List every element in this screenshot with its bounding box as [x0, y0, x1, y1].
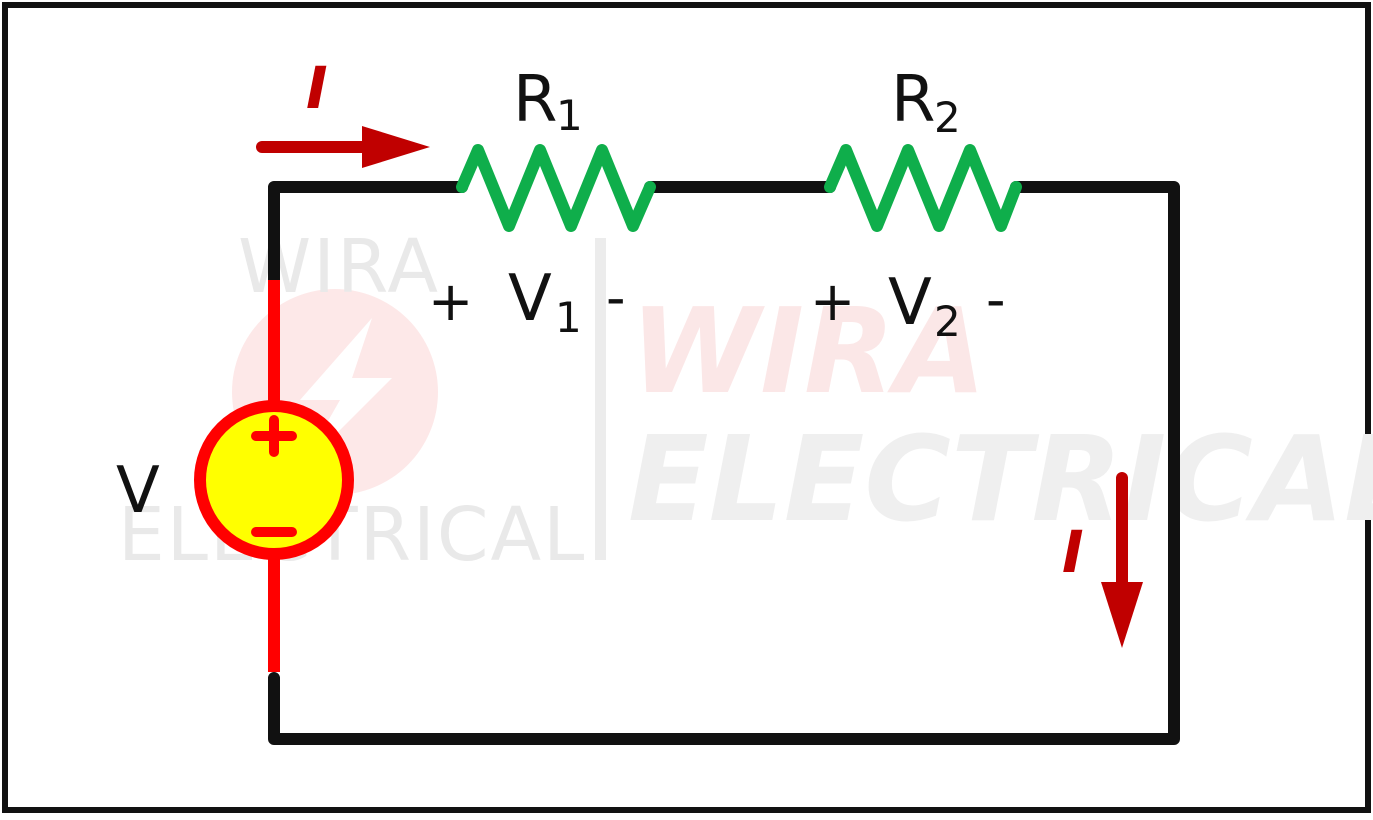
current-arrow-right: [1101, 472, 1143, 648]
current-label-top: I: [306, 54, 328, 122]
current-arrow-top: [256, 126, 430, 168]
voltage-v1-label: + V 1 -: [428, 262, 626, 342]
resistor-r1-icon: [456, 144, 656, 232]
current-arrow-icon: [1101, 582, 1143, 648]
v1-label-main: V: [508, 262, 552, 336]
watermark-text: WIRA ELECTRICAL: [628, 282, 1373, 548]
wire-right-bottom: [268, 181, 1180, 745]
r1-label-sub: 1: [556, 91, 583, 140]
source-label: V: [116, 454, 160, 528]
v2-plus: +: [810, 270, 855, 333]
source-body: [194, 400, 354, 560]
watermark-big-line2: ELECTRICAL: [628, 410, 1373, 548]
dc-voltage-source-icon: [194, 280, 354, 672]
v2-label-sub: 2: [934, 297, 961, 346]
current-arrow-icon: [362, 126, 430, 168]
r2-label-main: R: [891, 63, 935, 137]
v1-label-sub: 1: [555, 293, 582, 342]
wire-top-left: [268, 181, 468, 286]
v2-label-main: V: [888, 266, 932, 340]
r1-label-main: R: [513, 63, 557, 137]
v1-plus: +: [428, 270, 473, 333]
watermark-logo-bottom: ELECTRICAL: [118, 492, 586, 578]
resistor-r1-label: R 1: [513, 63, 583, 140]
resistor-r2-label: R 2: [891, 63, 961, 142]
voltage-v2-label: + V 2 -: [810, 266, 1006, 346]
r2-label-sub: 2: [934, 93, 961, 142]
current-label-right: I: [1062, 518, 1084, 586]
v2-minus: -: [986, 268, 1006, 331]
watermark-big-line1: WIRA: [630, 282, 986, 420]
resistor-r2-icon: [824, 144, 1022, 232]
watermark-divider: [595, 238, 606, 560]
circuit-wires: [268, 181, 1180, 745]
v1-minus: -: [606, 266, 626, 329]
